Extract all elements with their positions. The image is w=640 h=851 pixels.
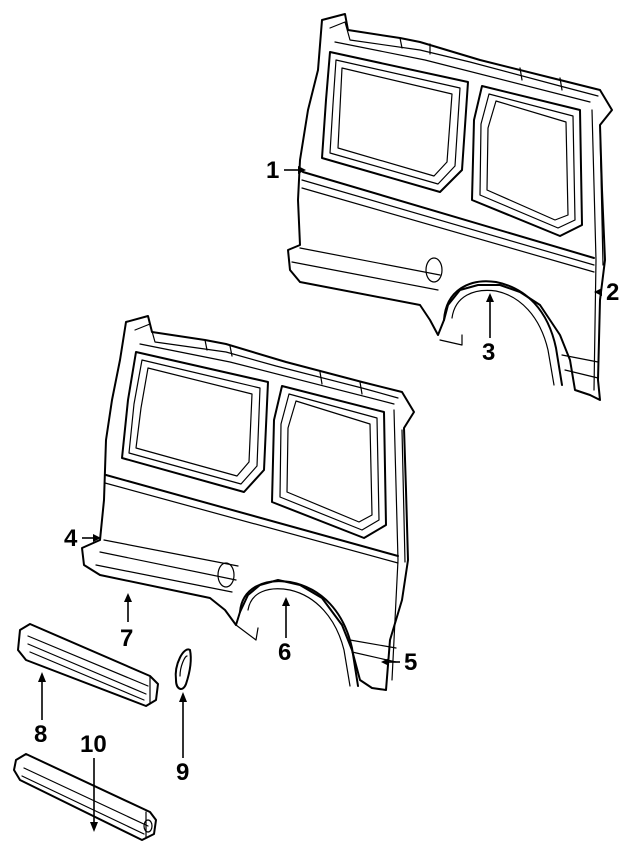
callout-label-3: 3: [482, 339, 495, 366]
callout-label-4: 4: [64, 525, 78, 552]
callout-5[interactable]: 5: [381, 649, 417, 676]
callout-9[interactable]: 9: [176, 692, 189, 786]
callout-1[interactable]: 1: [266, 157, 306, 184]
callout-6[interactable]: 6: [278, 597, 291, 666]
part-8-molding: [17, 623, 159, 707]
callout-10[interactable]: 10: [80, 731, 107, 832]
callout-7[interactable]: 7: [120, 593, 133, 652]
callout-2[interactable]: 2: [594, 279, 619, 306]
callout-8[interactable]: 8: [34, 672, 47, 748]
callout-label-8: 8: [34, 721, 47, 748]
callout-label-7: 7: [120, 625, 133, 652]
upper-quarter-panel: [287, 13, 613, 401]
callout-4[interactable]: 4: [64, 525, 101, 552]
callout-label-1: 1: [266, 157, 279, 184]
callout-3[interactable]: 3: [482, 293, 495, 366]
callout-label-10: 10: [80, 731, 107, 758]
part-9-trim: [174, 648, 192, 690]
callout-label-6: 6: [278, 639, 291, 666]
callout-label-9: 9: [176, 759, 189, 786]
lower-quarter-panel: [81, 315, 415, 691]
part-10-molding: [13, 753, 157, 841]
callout-label-2: 2: [606, 279, 619, 306]
callout-label-5: 5: [404, 649, 417, 676]
